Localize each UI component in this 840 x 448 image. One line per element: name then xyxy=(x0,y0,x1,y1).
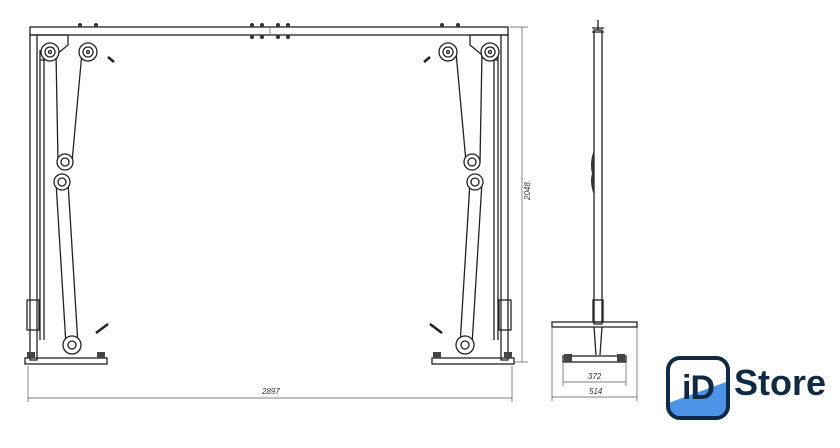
side-column xyxy=(593,29,603,325)
right-base xyxy=(431,357,515,365)
base-outer-label: 514 xyxy=(589,387,603,396)
base-inner-label: 372 xyxy=(588,372,602,381)
logo-prefix: iD xyxy=(682,368,715,407)
pulleys xyxy=(40,42,500,355)
left-column xyxy=(29,34,38,361)
base-inner-dimension: 372 xyxy=(562,362,627,386)
beam-bolts xyxy=(78,23,460,39)
logo-icon: iD xyxy=(666,356,730,420)
height-dimension-label: 2048 xyxy=(523,182,532,201)
right-column xyxy=(500,34,509,361)
left-base xyxy=(24,357,108,365)
side-view xyxy=(551,20,638,363)
width-dimension-label: 2897 xyxy=(261,387,280,396)
top-beam xyxy=(29,26,509,36)
base-outer-dimension: 514 xyxy=(551,327,638,401)
height-dimension: 2048 xyxy=(510,26,532,363)
cable-handles xyxy=(95,56,443,334)
cables xyxy=(55,51,483,346)
idstore-logo: iD Store xyxy=(664,354,834,420)
logo-name: Store xyxy=(734,362,827,403)
width-dimension: 2897 xyxy=(27,366,513,402)
front-view xyxy=(24,23,515,365)
side-base xyxy=(562,355,627,363)
